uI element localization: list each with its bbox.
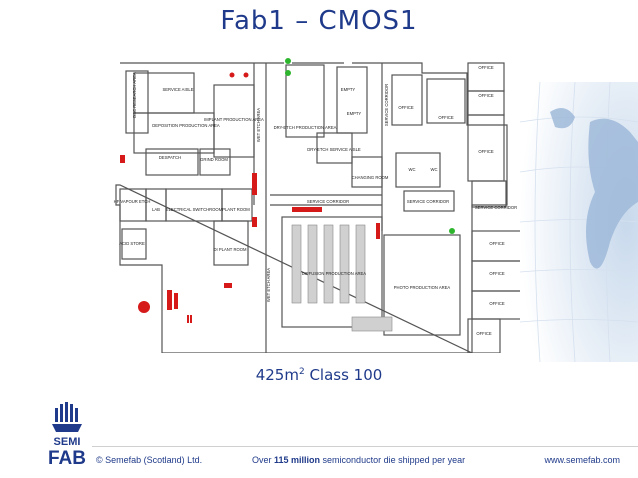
photo-label: PHOTO PRODUCTION AREA [394,285,451,290]
empty-label: EMPTY [341,87,356,92]
dry-etch-aisle-label: DRY-ETCH SERVICE AISLE [307,147,361,152]
office-label: OFFICE [478,93,494,98]
wet-etch-label: WET ETCH AREA [256,108,261,142]
office-label: OFFICE [438,115,454,120]
office-label: OFFICE [476,331,492,336]
lab-label: LAB [152,207,160,212]
grind-room-label: GRIND ROOM [200,157,228,162]
office-label: OFFICE [478,65,494,70]
logo-text-semi: SEMI [54,436,81,448]
service-corridor-label: SERVICE CORRIDOR [475,205,517,210]
empty-label: EMPTY [347,111,362,116]
footer-website-link[interactable]: www.semefab.com [544,455,620,465]
dsc-label: DSC RESEARCH AREA [132,72,137,118]
fab-floor-plan: OFFICE OFFICE OFFICE OFFICE OFFICE OFFIC… [114,58,523,353]
acid-store-label: ACID STORE [119,241,145,246]
semefab-logo: SEMI FAB [48,402,86,466]
electrical-label: ELECTRICAL SWITCHROOM [166,207,223,212]
office-label: OFFICE [489,241,505,246]
implant-label: IMPLANT PRODUCTION AREA [204,117,264,122]
deposition-label: DEPOSITION PRODUCTION AREA [152,123,220,128]
equipment-markers [120,72,380,323]
office-label: OFFICE [478,149,494,154]
wc-label: WC [431,167,438,172]
footer-copyright: © Semefab (Scotland) Ltd. [96,455,203,465]
despatch-label: DESPATCH [159,155,181,160]
footer-divider [92,446,638,447]
logo-text-fab: FAB [48,448,86,466]
globe-graphic [520,82,638,362]
office-label: OFFICE [489,271,505,276]
exit-markers [285,58,455,234]
service-corridor-label: SERVICE CORRIDOR [384,84,389,126]
service-corridor-label: SERVICE CORRIDOR [407,199,449,204]
dry-etch-label: DRY-ETCH PRODUCTION AREA [274,125,337,130]
changing-room-label: CHANGING ROOM [352,175,389,180]
area-caption: 425m2 Class 100 [255,366,383,384]
wc-label: WC [409,167,416,172]
hf-vapour-label: HF VAPOUR ETCH [114,199,151,204]
footer-tagline: Over 115 million semiconductor die shipp… [252,455,466,465]
diffusion-label: DIFFUSION PRODUCTION AREA [302,271,366,276]
slide-title: Fab1 – CMOS1 [220,6,418,36]
wet-etch-label: WET ETCH AREA [266,268,271,302]
office-label: OFFICE [398,105,414,110]
service-aisle-label: SERVICE AISLE [162,87,193,92]
office-label: OFFICE [489,301,505,306]
di-plant-label: DI PLANT ROOM [214,247,247,252]
service-corridor-label: SERVICE CORRIDOR [307,199,349,204]
plant-room-label: PLANT ROOM [222,207,250,212]
